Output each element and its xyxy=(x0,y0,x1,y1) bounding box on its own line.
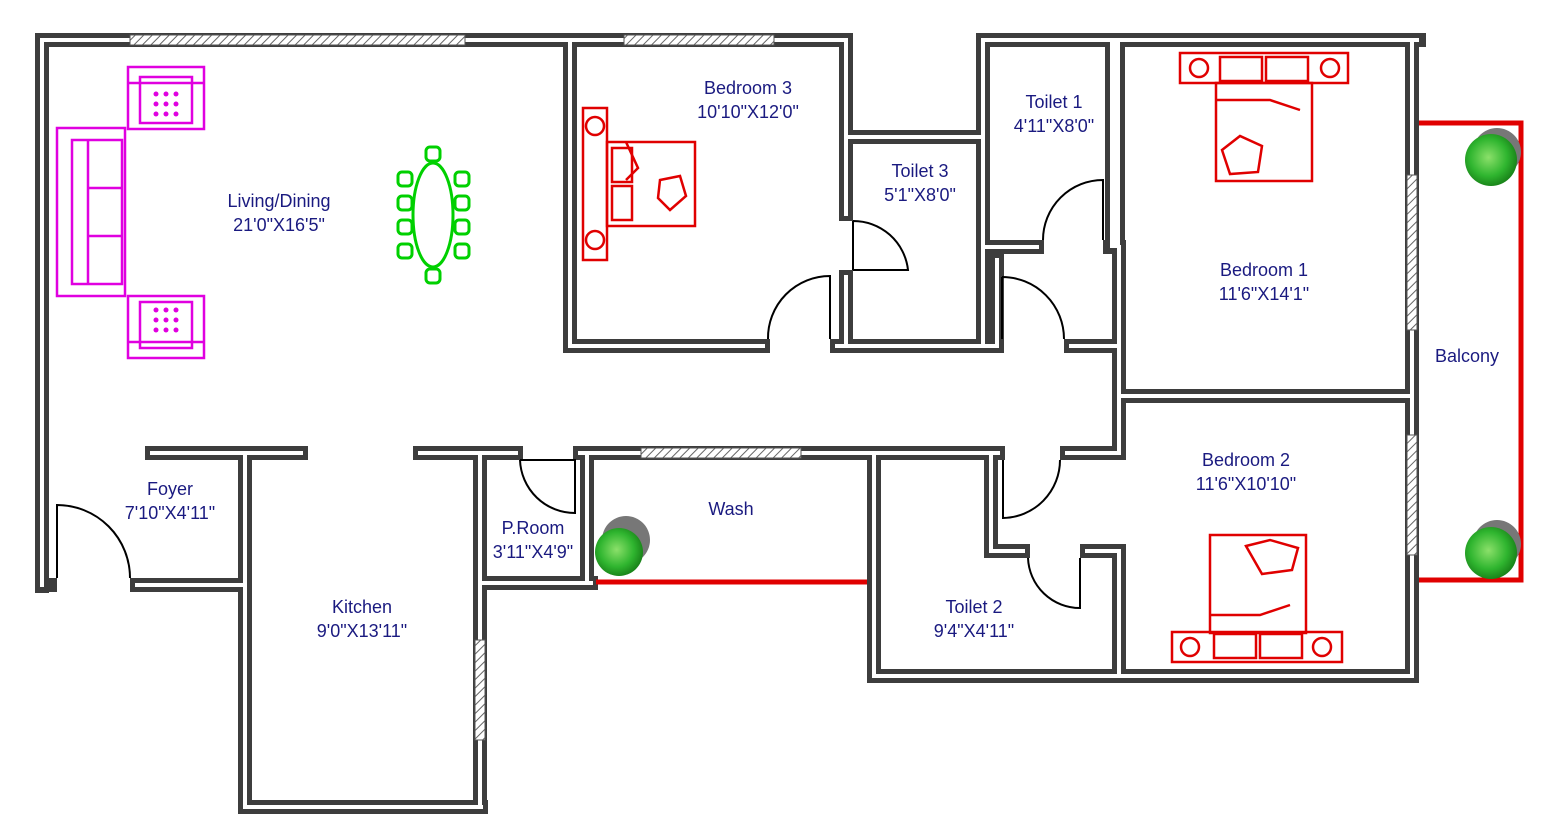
label-toilet3-size: 5'1"X8'0" xyxy=(884,185,956,205)
walls xyxy=(35,33,1426,814)
bedroom2-door-swing xyxy=(1002,459,1061,520)
label-proom-name: P.Room xyxy=(502,518,565,538)
doors xyxy=(56,178,1104,610)
label-living-size: 21'0"X16'5" xyxy=(233,215,325,235)
window-kitchen xyxy=(474,639,486,741)
window-bedroom2 xyxy=(1406,434,1418,556)
label-proom-size: 3'11"X4'9" xyxy=(493,542,573,562)
armchair-top xyxy=(126,65,206,131)
label-toilet2-size: 9'4"X4'11" xyxy=(934,621,1014,641)
toilet2-door-swing xyxy=(1027,557,1081,610)
label-wash-name: Wash xyxy=(708,499,753,519)
label-balcony-name: Balcony xyxy=(1435,346,1499,366)
window-living xyxy=(129,34,466,46)
plants xyxy=(595,128,1521,579)
label-bedroom2-name: Bedroom 2 xyxy=(1202,450,1290,470)
label-toilet1-size: 4'11"X8'0" xyxy=(1014,116,1094,136)
bedroom3-door-swing xyxy=(766,274,831,340)
proom-door-swing xyxy=(519,459,576,515)
sofa-long xyxy=(55,126,127,298)
bed-bedroom1 xyxy=(1178,51,1350,183)
plant-balcony-top-icon xyxy=(1465,128,1521,186)
label-bedroom1-name: Bedroom 1 xyxy=(1220,260,1308,280)
room-labels: Living/Dining 21'0"X16'5" Bedroom 3 10'1… xyxy=(125,78,1499,641)
label-kitchen-size: 9'0"X13'11" xyxy=(317,621,407,641)
label-foyer-name: Foyer xyxy=(147,479,193,499)
label-bedroom3-size: 10'10"X12'0" xyxy=(697,102,799,122)
armchair-bottom xyxy=(126,294,206,360)
windows xyxy=(129,34,1418,741)
bed-bedroom3 xyxy=(581,106,697,262)
label-bedroom3-name: Bedroom 3 xyxy=(704,78,792,98)
label-bedroom1-size: 11'6"X14'1" xyxy=(1219,284,1309,304)
bed-bedroom2 xyxy=(1170,533,1344,664)
toilet1-door-swing xyxy=(1042,178,1104,241)
sofa-set xyxy=(55,65,206,360)
label-toilet3-name: Toilet 3 xyxy=(891,161,948,181)
dining-table xyxy=(396,145,471,285)
label-toilet1-name: Toilet 1 xyxy=(1025,92,1082,112)
label-kitchen-name: Kitchen xyxy=(332,597,392,617)
plant-balcony-bottom-icon xyxy=(1465,520,1521,579)
toilet3-door-swing xyxy=(852,219,910,271)
label-foyer-size: 7'10"X4'11" xyxy=(125,503,215,523)
plant-wash-icon xyxy=(595,516,650,576)
window-wash xyxy=(640,447,802,459)
bedroom1-door-swing xyxy=(1001,276,1065,340)
balcony-railing xyxy=(596,120,1524,585)
main-door-swing xyxy=(56,503,131,579)
label-living-name: Living/Dining xyxy=(227,191,330,211)
window-bedroom1 xyxy=(1406,174,1418,331)
wall-bottom-foyer-left xyxy=(35,578,57,592)
window-bedroom3 xyxy=(623,34,775,46)
label-toilet2-name: Toilet 2 xyxy=(945,597,1002,617)
label-bedroom2-size: 11'6"X10'10" xyxy=(1196,474,1296,494)
